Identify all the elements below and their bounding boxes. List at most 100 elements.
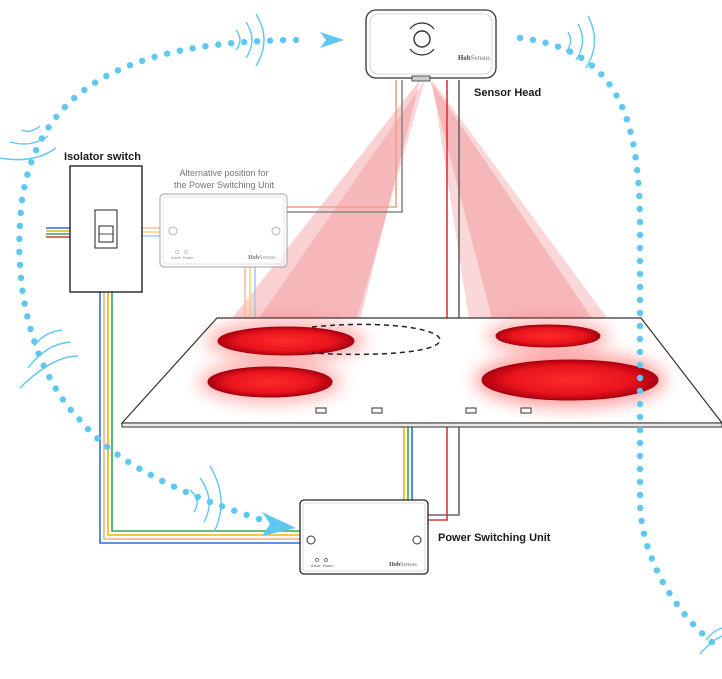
alt-position-label-line1: Alternative position for xyxy=(179,168,268,178)
signal-dot xyxy=(159,477,166,485)
signal-dot xyxy=(176,47,183,54)
signal-dot xyxy=(636,231,644,239)
signal-dot xyxy=(103,72,110,80)
signal-dot xyxy=(243,511,250,519)
signal-dot xyxy=(636,283,644,291)
signal-dot xyxy=(170,483,178,490)
signal-dot xyxy=(598,71,605,78)
signal-dot xyxy=(659,578,666,586)
svg-text:HobSensus: HobSensus xyxy=(248,255,276,261)
signal-dot xyxy=(84,426,92,433)
signal-dot xyxy=(636,439,644,447)
signal-dot xyxy=(619,103,626,111)
signal-dot xyxy=(16,261,24,269)
isolator-switch xyxy=(69,165,143,293)
signal-dot xyxy=(241,38,248,46)
signal-dot xyxy=(634,166,641,174)
signal-dot xyxy=(636,465,644,473)
signal-dot xyxy=(18,196,26,204)
signal-dot xyxy=(28,159,35,166)
signal-dot xyxy=(636,374,644,382)
signal-dot xyxy=(218,503,226,510)
sensor-beams xyxy=(205,80,660,395)
svg-text:HobSensus: HobSensus xyxy=(458,54,491,62)
signal-dot xyxy=(606,81,613,88)
hob xyxy=(120,317,722,428)
isolator-switch-label: Isolator switch xyxy=(64,151,141,163)
signal-dot xyxy=(45,124,52,131)
signal-dot xyxy=(163,50,171,57)
signal-arrow-sensor xyxy=(320,32,344,48)
signal-dot xyxy=(231,507,238,514)
signal-dot xyxy=(627,128,634,135)
signal-dot xyxy=(636,348,644,356)
signal-dot xyxy=(215,41,222,48)
signal-dot xyxy=(635,179,642,187)
sensor-lens xyxy=(411,75,431,82)
signal-dot xyxy=(578,54,585,61)
alt-position-label-line2: the Power Switching Unit xyxy=(174,180,275,190)
signal-dot xyxy=(138,57,146,64)
burner-front-right xyxy=(481,359,659,401)
signal-dot xyxy=(114,451,121,458)
signal-dot xyxy=(17,209,24,217)
signal-dot xyxy=(32,146,40,154)
svg-text:Power: Power xyxy=(183,256,194,260)
signal-dot xyxy=(46,374,53,381)
signal-dot xyxy=(76,416,83,423)
extended-zone-outline xyxy=(311,323,441,356)
signal-dot xyxy=(637,504,644,512)
signal-dot xyxy=(636,244,644,252)
signal-dot xyxy=(640,530,648,537)
signal-dot xyxy=(653,567,661,574)
signal-dot xyxy=(516,34,524,42)
signal-dot xyxy=(632,154,639,161)
signal-dot xyxy=(189,45,196,52)
signal-dot xyxy=(638,517,645,525)
signal-dot xyxy=(554,43,562,50)
signal-dot xyxy=(91,79,99,86)
svg-text:HobSensus: HobSensus xyxy=(389,562,417,568)
signal-dot xyxy=(588,62,596,69)
signal-dot xyxy=(67,406,74,413)
signal-dot xyxy=(61,103,68,111)
signal-dot xyxy=(666,589,673,597)
signal-dot xyxy=(636,335,644,343)
signal-dot xyxy=(255,515,263,523)
signal-dot xyxy=(202,43,209,50)
burner-back-right xyxy=(495,324,601,348)
svg-text:Power: Power xyxy=(323,564,334,568)
signal-dot xyxy=(623,116,630,123)
signal-dot xyxy=(636,452,644,460)
signal-dot xyxy=(151,53,158,61)
signal-dot xyxy=(636,205,643,213)
sensor-eye-icon xyxy=(413,30,431,48)
signal-dot xyxy=(27,325,34,333)
signal-dot xyxy=(529,36,537,44)
signal-dot xyxy=(19,287,26,294)
signal-dot xyxy=(673,600,680,608)
signal-dot xyxy=(206,498,214,505)
signal-dot xyxy=(16,235,23,243)
signal-dot xyxy=(266,37,274,44)
power-switching-unit-label: Power Switching Unit xyxy=(438,532,551,544)
signal-dot xyxy=(636,491,644,499)
signal-dot xyxy=(636,413,644,421)
signal-dot xyxy=(21,300,28,307)
burner-front-left xyxy=(207,366,333,398)
signal-dot xyxy=(24,171,31,178)
signal-dot xyxy=(636,270,644,278)
burner-back-left xyxy=(217,326,355,356)
signal-waves xyxy=(0,13,722,655)
signal-dot xyxy=(125,458,132,466)
signal-arrow-psu xyxy=(262,512,296,536)
signal-dot xyxy=(21,184,28,191)
signal-dot xyxy=(566,48,574,55)
signal-dot xyxy=(681,611,688,618)
signal-dot xyxy=(636,192,643,200)
signal-dot xyxy=(636,309,644,317)
signal-dot xyxy=(53,113,60,121)
signal-dot xyxy=(636,426,644,434)
signal-dot xyxy=(136,465,143,472)
